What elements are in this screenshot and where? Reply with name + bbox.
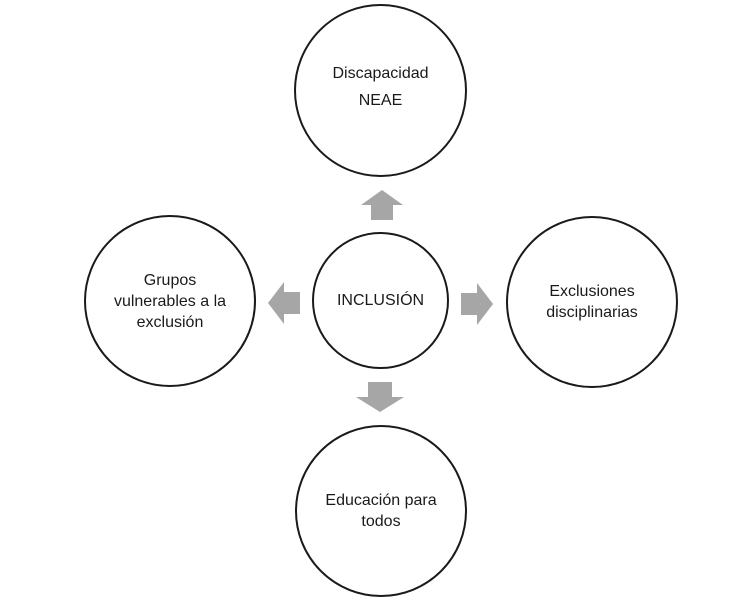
node-left-label: Grupos vulnerables a la exclusión: [113, 271, 227, 331]
node-top-line2: NEAE: [358, 91, 403, 109]
arrow-left-icon: [268, 282, 300, 324]
arrow-down-icon: [356, 382, 404, 412]
node-top-line1: Discapacidad: [332, 64, 429, 82]
node-right-label: Exclusiones disciplinarias: [546, 283, 638, 321]
node-inclusion-center: INCLUSIÓN: [312, 232, 449, 369]
node-educacion-para-todos: Educación para todos: [295, 425, 467, 597]
arrow-down-shape: [356, 382, 404, 412]
arrow-left-shape: [268, 282, 300, 324]
node-center-label: INCLUSIÓN: [336, 292, 425, 309]
arrow-right-shape: [461, 283, 493, 325]
arrow-up-icon: [361, 190, 403, 220]
node-bottom-label: Educación para todos: [325, 492, 437, 530]
arrow-up-shape: [361, 190, 403, 220]
node-discapacidad-neae: Discapacidad NEAE: [294, 4, 467, 177]
node-grupos-vulnerables: Grupos vulnerables a la exclusión: [84, 215, 256, 387]
node-exclusiones-disciplinarias: Exclusiones disciplinarias: [506, 216, 678, 388]
arrow-right-icon: [461, 283, 493, 325]
